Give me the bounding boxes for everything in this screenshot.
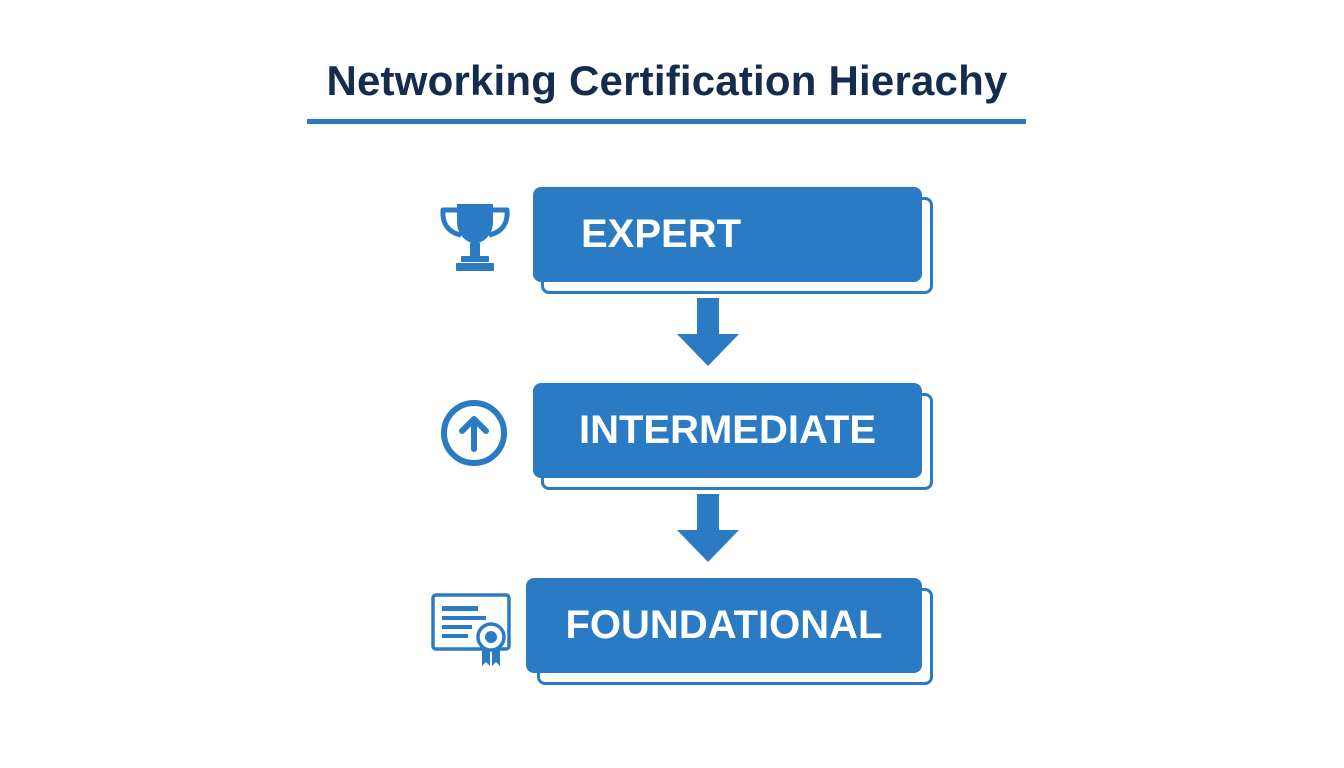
tier-expert-box: EXPERT: [533, 187, 922, 282]
arrow-up-circle-icon: [441, 400, 507, 466]
arrow-down-icon: [677, 298, 739, 366]
tier-foundational-label: FOUNDATIONAL: [565, 603, 883, 647]
title-underline: [307, 119, 1026, 124]
certificate-icon: [431, 593, 511, 666]
tier-intermediate-box: INTERMEDIATE: [533, 383, 922, 478]
tier-intermediate-label: INTERMEDIATE: [578, 408, 877, 452]
arrow-down-icon: [677, 494, 739, 562]
diagram-title: Networking Certification Hierachy: [326, 57, 1008, 104]
trophy-icon: [440, 204, 510, 271]
tier-expert-label: EXPERT: [581, 212, 742, 256]
tier-foundational-box: FOUNDATIONAL: [526, 578, 922, 673]
